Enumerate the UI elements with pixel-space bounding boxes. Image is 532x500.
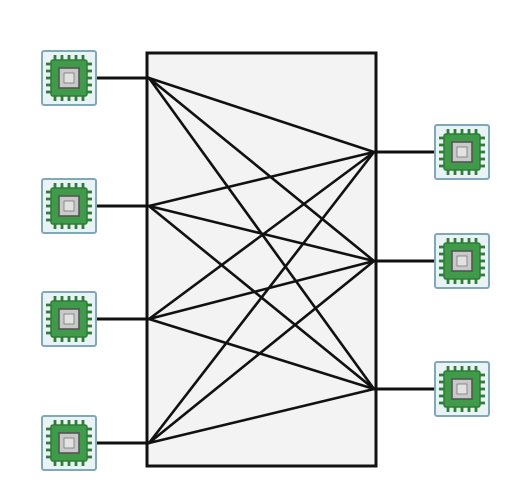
link-L2-R2	[147, 204, 376, 263]
node-group	[41, 50, 490, 471]
cpu-chip-icon	[41, 178, 97, 234]
link-L4-R3	[147, 387, 376, 445]
cpu-chip-icon	[434, 361, 490, 417]
node-R1	[374, 124, 490, 180]
cpu-chip-icon	[41, 415, 97, 471]
cpu-chip-icon	[434, 124, 490, 180]
connection-lines	[147, 76, 376, 445]
node-L2	[41, 178, 149, 234]
link-L4-R2	[147, 259, 376, 445]
cpu-chip-icon	[41, 291, 97, 347]
link-L3-R3	[147, 317, 376, 391]
cpu-chip-icon	[434, 233, 490, 289]
link-L3-R1	[147, 150, 376, 321]
link-L4-R1	[147, 150, 376, 445]
link-L1-R1	[147, 76, 376, 154]
cpu-chip-icon	[41, 50, 97, 106]
node-L4	[41, 415, 149, 471]
link-L2-R1	[147, 150, 376, 208]
node-L1	[41, 50, 149, 106]
node-L3	[41, 291, 149, 347]
link-L3-R2	[147, 259, 376, 321]
node-R3	[374, 361, 490, 417]
node-R2	[374, 233, 490, 289]
link-L1-R2	[147, 76, 376, 263]
